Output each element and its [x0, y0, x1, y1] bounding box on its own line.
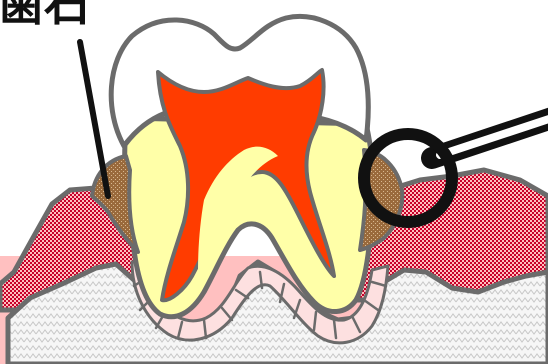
- calculus-callout-label: 歯石: [0, 0, 90, 31]
- callout-leader-line: [80, 42, 108, 196]
